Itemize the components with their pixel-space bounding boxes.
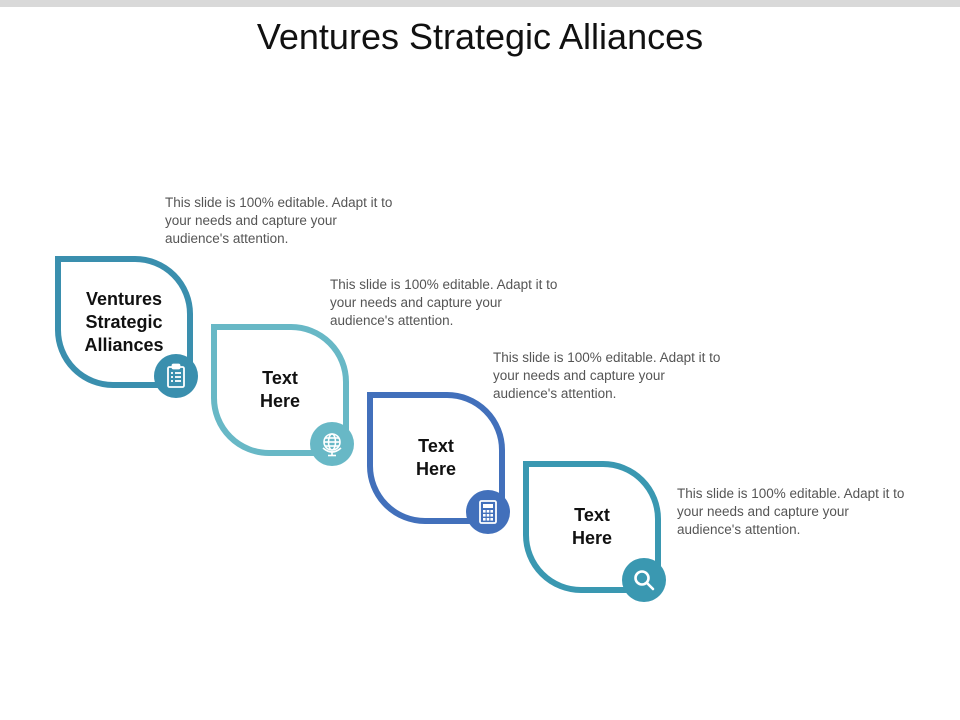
slide-title: Ventures Strategic Alliances	[256, 16, 704, 57]
step-2-description: This slide is 100% editable. Adapt it to…	[330, 277, 558, 328]
step-3-label: Text Here	[415, 436, 457, 479]
globe-icon	[310, 422, 354, 466]
step-1-description: This slide is 100% editable. Adapt it to…	[165, 195, 393, 246]
step-1-card: Ventures Strategic Alliances	[55, 256, 193, 388]
clipboard-icon	[154, 354, 198, 398]
step-4-description: This slide is 100% editable. Adapt it to…	[677, 486, 905, 537]
step-4-label: Text Here	[571, 505, 613, 548]
top-bar	[0, 0, 960, 7]
step-3-description: This slide is 100% editable. Adapt it to…	[493, 350, 721, 401]
magnifier-icon	[622, 558, 666, 602]
step-1-label: Ventures Strategic Alliances	[84, 288, 164, 355]
step-2-label: Text Here	[259, 368, 301, 411]
calculator-icon	[466, 490, 510, 534]
